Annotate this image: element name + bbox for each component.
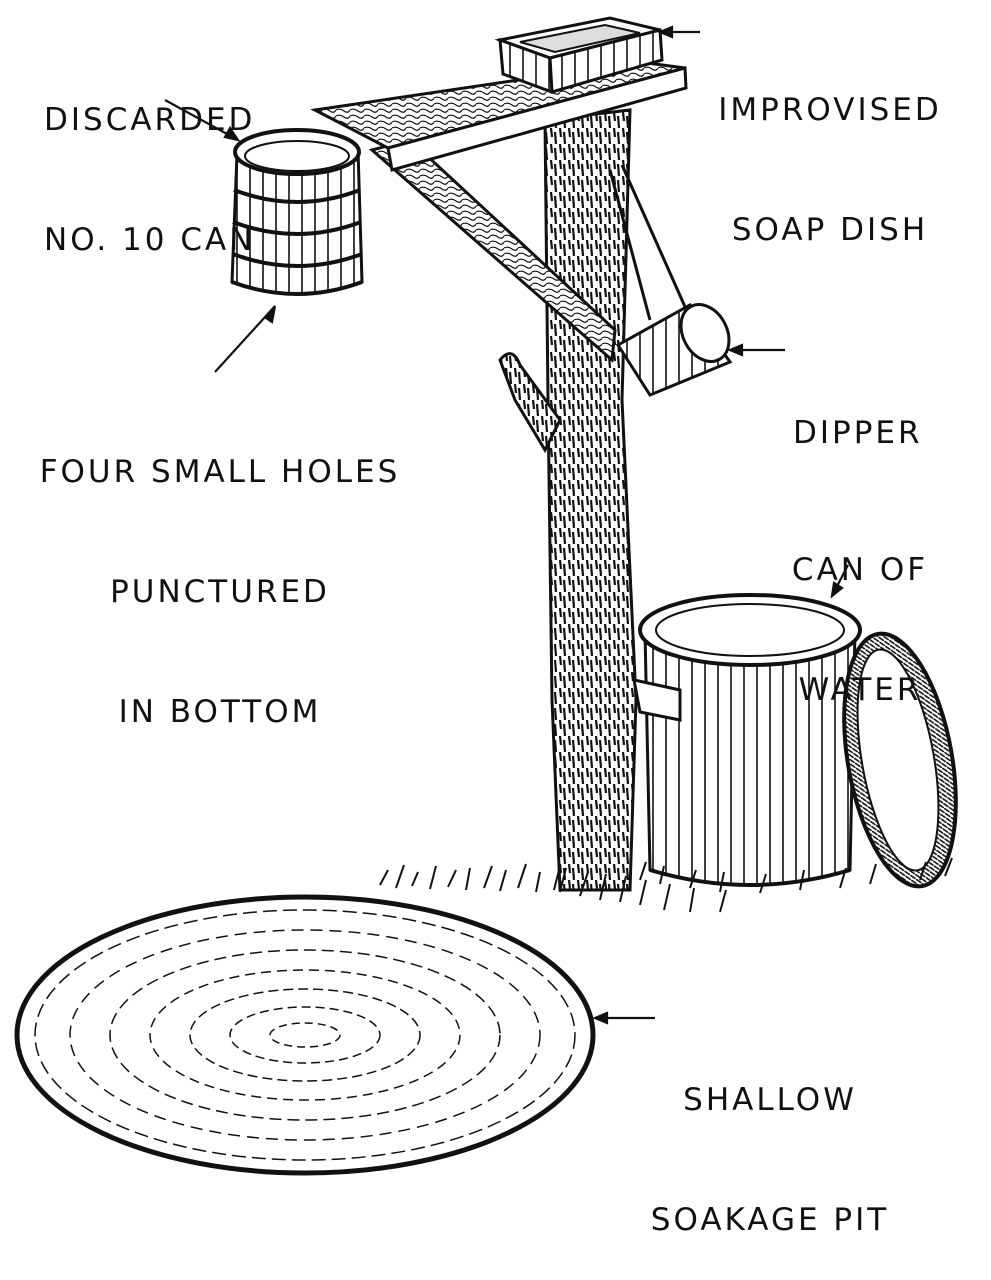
wooden-shelf [310,60,688,172]
label-line: SOAKAGE PIT [650,1202,890,1238]
label-line: CAN OF [791,552,929,588]
soakage-pit [14,894,596,1176]
label-dipper: DIPPER [793,333,923,493]
diagram: DISCARDED NO. 10 CAN FOUR SMALL HOLES PU… [14,10,960,1238]
leader-holes [214,305,276,373]
label-line: SOAP DISH [731,212,929,248]
water-can [632,593,862,887]
hanging-can [230,128,364,296]
tree-trunk [498,108,638,892]
illustration [14,16,958,1176]
label-line: IMPROVISED [718,92,942,128]
label-discarded-can: DISCARDED NO. 10 CAN [44,20,255,300]
label-soap-dish: IMPROVISED SOAP DISH [700,10,960,290]
label-line: WATER [798,672,922,708]
water-can-lid [842,631,958,889]
label-four-holes: FOUR SMALL HOLES PUNCTURED IN BOTTOM [30,372,410,772]
label-line: PUNCTURED [110,574,330,610]
label-line: DISCARDED [44,102,256,138]
soap-dish [494,16,664,95]
leader-lines [164,25,849,1025]
label-can-of-water: CAN OF WATER [760,470,960,750]
label-line: SHALLOW [683,1082,857,1118]
label-line: IN BOTTOM [118,694,322,730]
grass [379,857,953,913]
label-line: FOUR SMALL HOLES [39,454,401,490]
label-line: NO. 10 CAN [44,222,256,258]
dipper [608,164,733,397]
label-soakage-pit: SHALLOW SOAKAGE PIT [625,1000,915,1280]
label-line: DIPPER [793,415,923,451]
